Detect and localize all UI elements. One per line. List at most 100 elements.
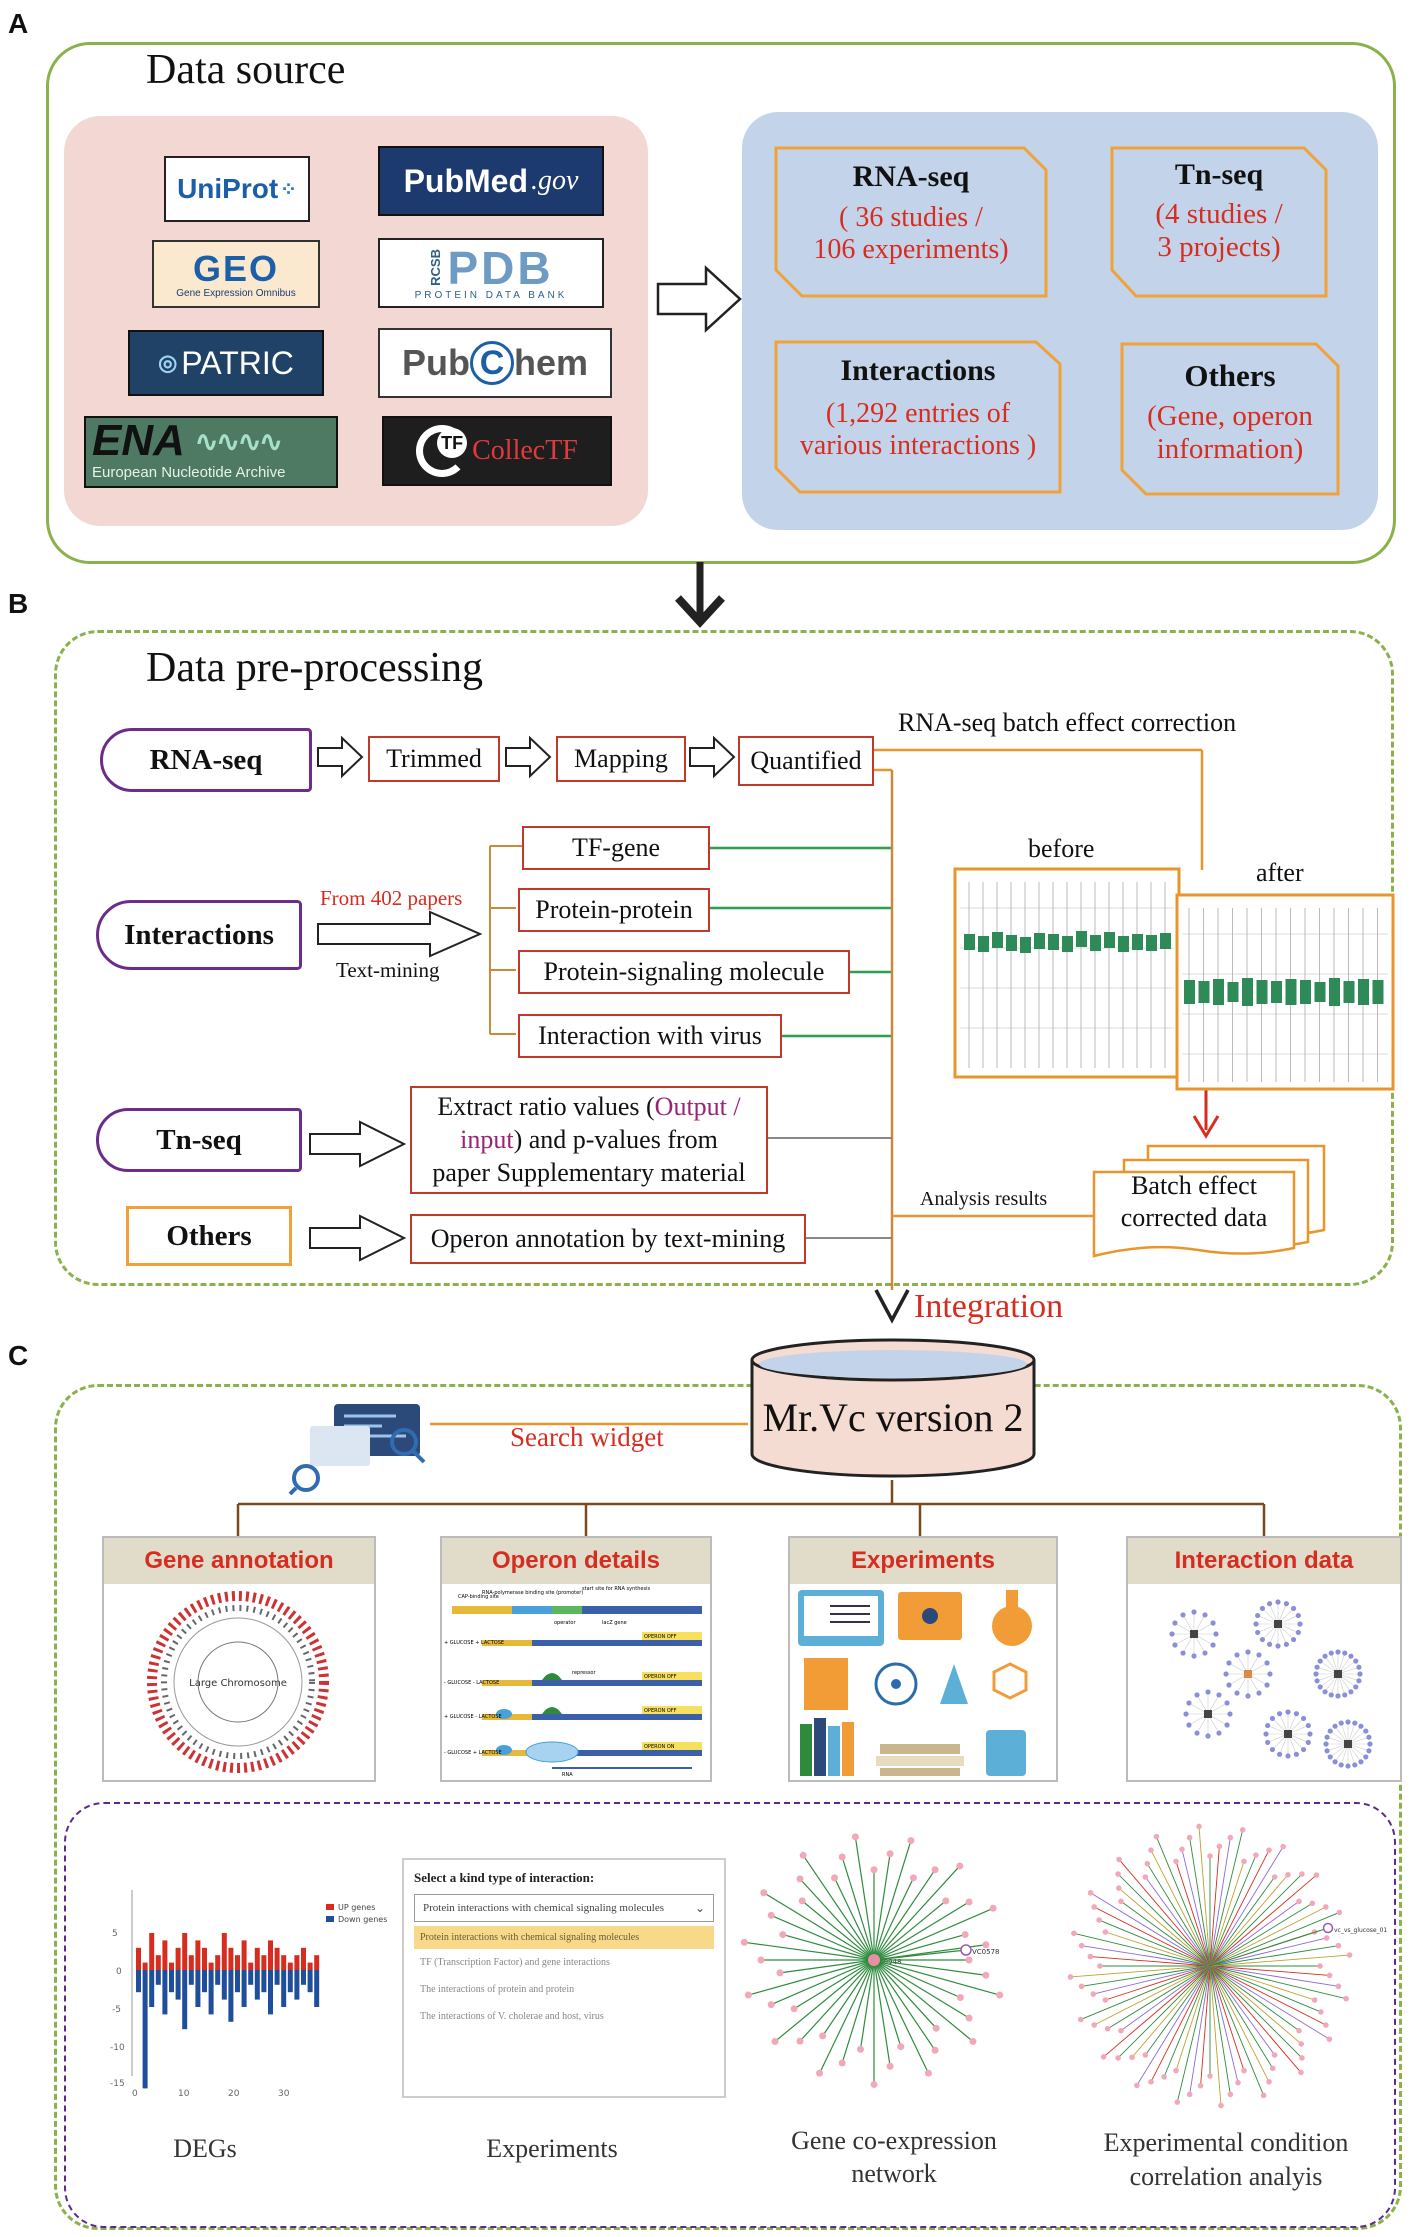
coexp-node xyxy=(965,2014,973,2022)
before-box xyxy=(1118,936,1129,952)
trimmed-step: Trimmed xyxy=(368,736,500,782)
coexp-edge xyxy=(873,1959,929,2074)
corr-edge xyxy=(1209,1965,1339,1987)
corr-node xyxy=(1271,1874,1278,1880)
degs-up-bar xyxy=(221,1933,227,1970)
coexp-node xyxy=(956,1862,964,1870)
selector-dropdown[interactable]: Protein interactions with chemical signa… xyxy=(414,1894,714,1922)
coexp-edge xyxy=(779,1959,875,1974)
panel-label-a: A xyxy=(8,8,29,39)
operon-details-card[interactable]: Operon details RNA-polymerase binding si… xyxy=(440,1536,712,1782)
net-node xyxy=(1285,1709,1291,1715)
coexp-node xyxy=(931,2046,939,2054)
chromosome-label: Large Chromosome xyxy=(189,1678,287,1689)
degs-up-bar xyxy=(169,1962,174,1970)
coexp-edge xyxy=(770,1914,875,1961)
coexp-node xyxy=(982,1971,990,1979)
op-rna: RNA xyxy=(562,1772,573,1778)
coexp-node xyxy=(799,1851,807,1859)
net-node xyxy=(1276,1711,1283,1717)
net-node xyxy=(1245,1649,1251,1655)
net-node xyxy=(1194,1692,1200,1698)
net-node xyxy=(1366,1748,1372,1754)
corr-node xyxy=(1091,1904,1097,1910)
experiments-caption: Experiments xyxy=(486,2134,618,2163)
operon-annotation-box: Operon annotation by text-mining xyxy=(410,1214,806,1264)
net-node xyxy=(1210,1642,1216,1648)
corr-node xyxy=(1196,1823,1202,1830)
rnaseq-source-pill: RNA-seq xyxy=(100,728,312,792)
corr-node xyxy=(1078,1942,1085,1949)
degs-down-bar xyxy=(188,1970,194,1985)
corr-edge xyxy=(1163,1965,1211,2078)
corr-edge xyxy=(1070,1965,1211,1978)
degs-down-bar xyxy=(182,1970,188,2030)
net-node xyxy=(1275,1599,1281,1605)
selector-option-3[interactable]: The interactions of V. cholerae and host… xyxy=(420,2011,604,2022)
corr-node xyxy=(1087,1890,1094,1896)
selector-option-2[interactable]: The interactions of protein and protein xyxy=(420,1984,575,1995)
corr-node xyxy=(1218,2102,1224,2109)
degs-down-bar xyxy=(254,1970,260,2000)
net-node xyxy=(1234,1652,1240,1658)
before-box xyxy=(1020,937,1031,953)
degs-xtick-20: 20 xyxy=(228,2089,240,2099)
coexp-edge xyxy=(799,1959,875,2042)
corr-edge xyxy=(1209,1965,1270,2083)
before-boxplot xyxy=(953,867,1181,1079)
corr-node xyxy=(1071,1930,1077,1937)
selector-option-1[interactable]: TF (Transcription Factor) and gene inter… xyxy=(420,1957,610,1968)
experiments-card[interactable]: Experiments xyxy=(788,1536,1058,1782)
coexp-edge xyxy=(873,1959,1000,1996)
others-category-line2: information) xyxy=(1156,433,1304,465)
corr-node xyxy=(1309,1900,1316,1907)
net-node xyxy=(1283,1601,1290,1607)
interactions-category-title: Interactions xyxy=(840,354,996,387)
selector-option-0[interactable]: Protein interactions with chemical signa… xyxy=(414,1926,714,1949)
degs-up-bar xyxy=(307,1962,313,1970)
rnaseq-category-line2: 106 experiments) xyxy=(813,234,1009,265)
pubchem-logo-hem: hem xyxy=(513,342,589,383)
net-node xyxy=(1191,1609,1197,1615)
net-node xyxy=(1345,1763,1351,1769)
corr-node xyxy=(1078,1983,1085,1990)
net-node xyxy=(1259,1636,1266,1643)
corr-node xyxy=(1326,2036,1333,2042)
op-lacz: lacZ gene xyxy=(602,1620,627,1626)
degs-up-bar xyxy=(314,1955,320,1970)
tnseq-category-title: Tn-seq xyxy=(1174,158,1264,191)
coexp-node xyxy=(856,2045,864,2053)
corr-node xyxy=(1239,1827,1246,1833)
corr-edge xyxy=(1209,1965,1274,2069)
after-box xyxy=(1300,980,1311,1004)
data-source-title: Data source xyxy=(146,47,346,93)
legend-up-swatch xyxy=(326,1904,334,1910)
degs-down-bar xyxy=(215,1970,221,1985)
coexp-node xyxy=(757,1956,765,1964)
net-node xyxy=(1226,1660,1232,1666)
corr-edge xyxy=(1209,1965,1231,2095)
before-box xyxy=(1132,934,1143,950)
net-node xyxy=(1323,1741,1329,1747)
corr-edge xyxy=(1200,1965,1211,2086)
extract-input: input xyxy=(460,1125,514,1154)
pubmed-logo-pub: Pub xyxy=(403,162,464,199)
degs-down-bar xyxy=(287,1970,293,1993)
coexp-edge xyxy=(801,1900,875,1961)
degs-up-bar xyxy=(268,1940,273,1970)
after-box xyxy=(1372,980,1384,1004)
coexp-edge xyxy=(873,1900,947,1961)
corr-node xyxy=(1102,1929,1109,1935)
op-glucose3: + GLUCOSE - LACTOSE xyxy=(444,1714,502,1720)
degs-down-bar xyxy=(274,1970,280,1985)
interaction-data-card[interactable]: Interaction data xyxy=(1126,1536,1402,1782)
search-widget-line xyxy=(430,1422,748,1426)
corr-edge xyxy=(1105,1931,1211,1967)
net-node xyxy=(1348,1653,1354,1659)
corr-edge xyxy=(1107,1965,1211,2030)
gene-annotation-card[interactable]: Gene annotation Large Chromosome xyxy=(102,1536,376,1782)
degs-down-bar xyxy=(294,1970,300,2000)
degs-down-bar xyxy=(208,1970,214,2015)
